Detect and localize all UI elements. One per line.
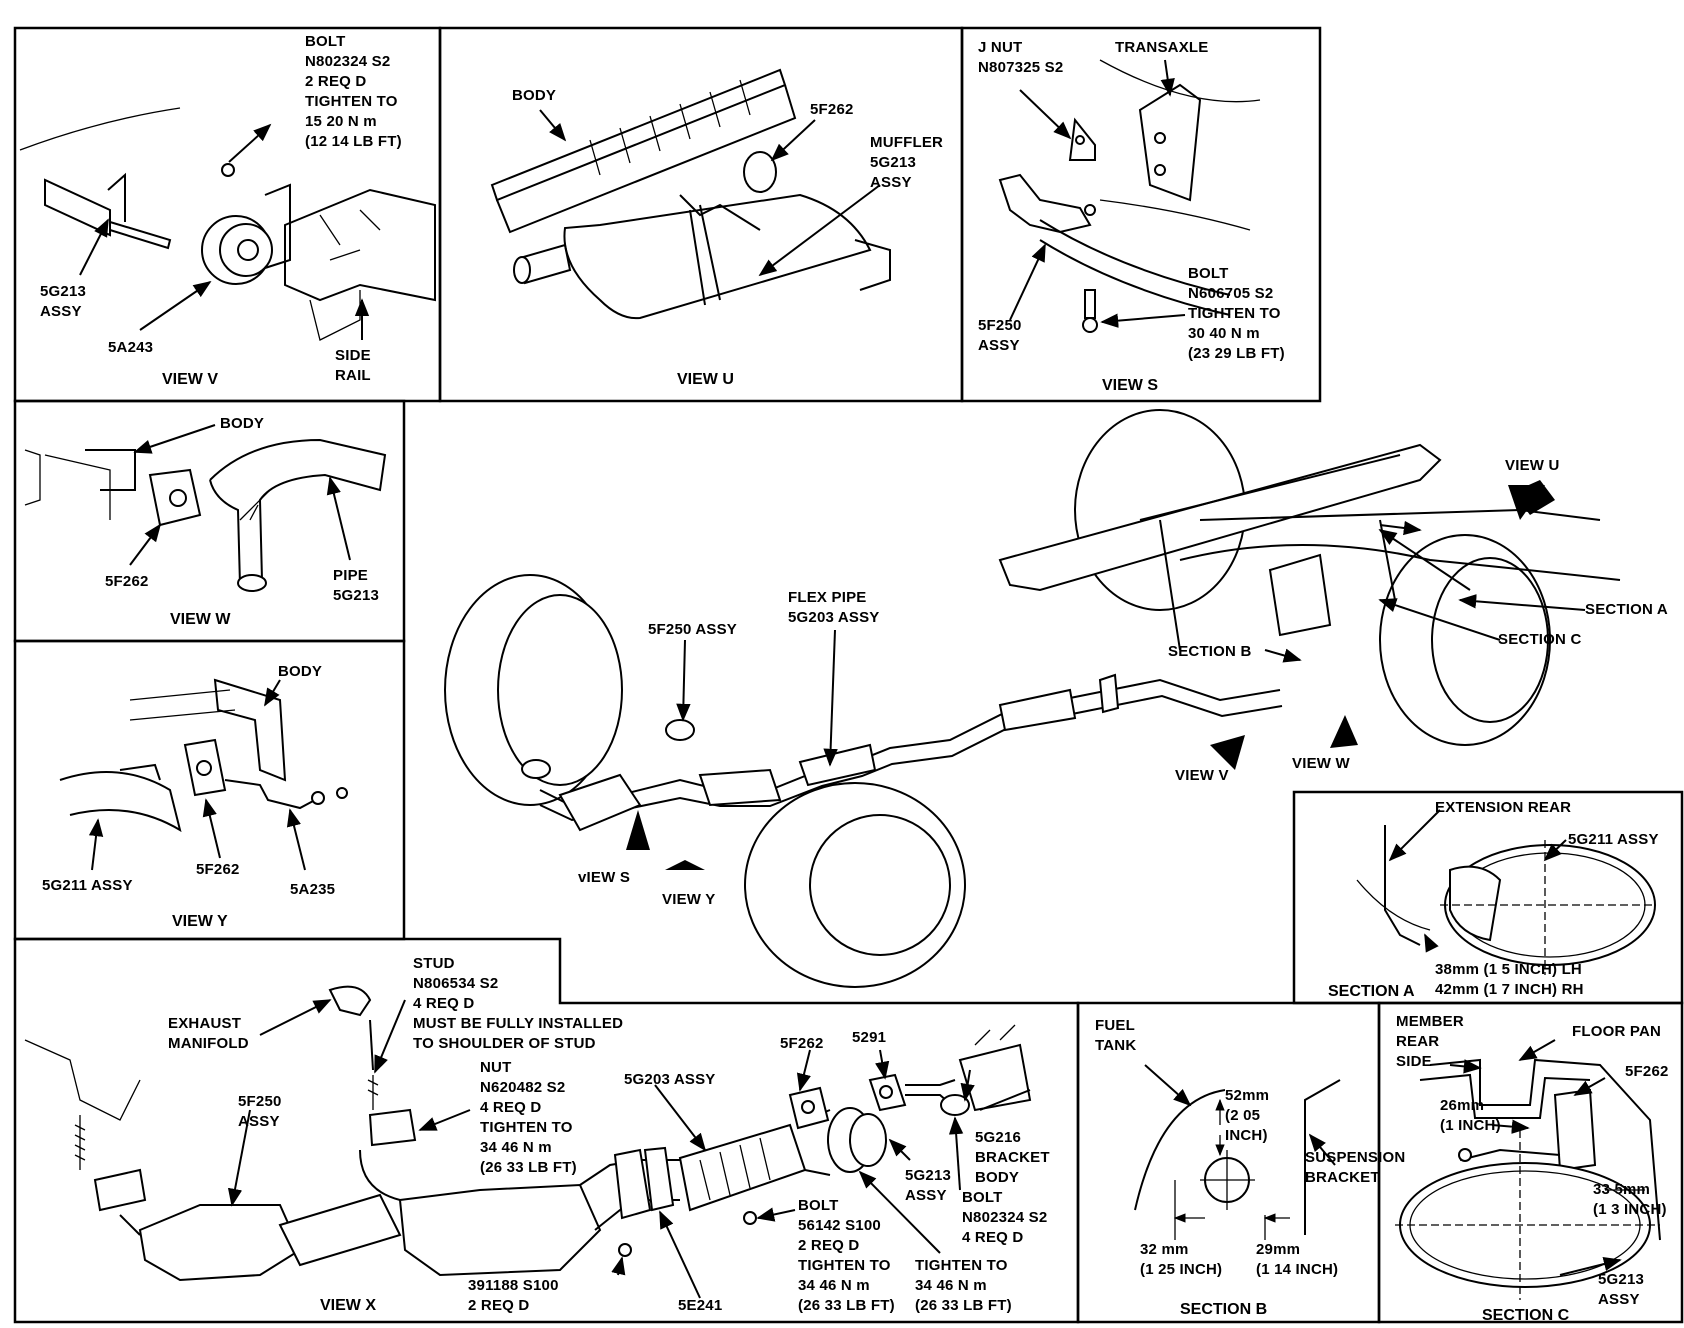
view-s-drawing <box>998 59 1261 333</box>
view-x-5g213-label: 5G213 ASSY <box>905 1167 952 1204</box>
view-s-assy-label: 5F250 ASSY <box>978 317 1022 354</box>
section-c-caption: SECTION C <box>1482 1307 1570 1324</box>
view-v-drawing <box>19 107 436 341</box>
main-section-c-label: SECTION C <box>1498 631 1582 648</box>
view-x-5f262-label: 5F262 <box>780 1035 824 1052</box>
section-a-drawing <box>1356 809 1656 975</box>
view-v-rail-label: SIDE RAIL <box>335 347 371 384</box>
main-section-a-label: SECTION A <box>1585 601 1668 618</box>
section-b-caption: SECTION B <box>1180 1301 1268 1318</box>
view-x-bolt1-label: BOLT 56142 S100 2 REQ D TIGHTEN TO 34 46… <box>798 1197 895 1314</box>
view-v-assy-label: 5G213 ASSY <box>40 283 87 320</box>
section-b-dim29-label: 29mm (1 14 INCH) <box>1256 1241 1339 1278</box>
view-x-391188-label: 391188 S100 2 REQ D <box>468 1277 559 1314</box>
view-x-manifold-label: EXHAUST MANIFOLD <box>168 1015 249 1052</box>
main-view-w-label: VIEW W <box>1292 755 1350 772</box>
view-x-5e241-label: 5E241 <box>678 1297 723 1314</box>
section-c-member-label: MEMBER REAR SIDE <box>1396 1013 1464 1070</box>
main-view-s-label: vIEW S <box>578 869 631 886</box>
view-s-transaxle-label: TRANSAXLE <box>1115 39 1209 56</box>
section-a-ext-label: EXTENSION REAR <box>1435 799 1572 816</box>
view-u-caption: VIEW U <box>677 371 734 388</box>
view-x-5f250-label: 5F250 ASSY <box>238 1093 282 1130</box>
section-b-fuel-label: FUEL TANK <box>1095 1017 1137 1054</box>
view-x-5291-label: 5291 <box>852 1029 887 1046</box>
section-b-drawing <box>1134 1064 1341 1240</box>
view-x-stud-label: STUD N806534 S2 4 REQ D MUST BE FULLY IN… <box>413 955 624 1052</box>
view-y-drawing <box>59 678 348 871</box>
view-s-bolt-label: BOLT N606705 S2 TIGHTEN TO 30 40 N m (23… <box>1188 265 1285 362</box>
main-flex-pipe-label: FLEX PIPE 5G203 ASSY <box>788 589 880 626</box>
panel-borders <box>13 26 1684 1324</box>
view-w-pipe-label: PIPE 5G213 <box>333 567 380 604</box>
view-w-body-label: BODY <box>220 415 265 432</box>
view-u-drawing <box>490 68 891 320</box>
view-s-jnut-label: J NUT N807325 S2 <box>978 39 1064 76</box>
view-x-caption: VIEW X <box>320 1297 377 1314</box>
view-x-bolt2-label: BOLT N802324 S2 4 REQ D <box>962 1189 1048 1246</box>
view-x-5g203-label: 5G203 ASSY <box>624 1071 716 1088</box>
section-b-dim32-label: 32 mm (1 25 INCH) <box>1140 1241 1223 1278</box>
section-a-assy-label: 5G211 ASSY <box>1568 831 1659 848</box>
section-a-caption: SECTION A <box>1328 983 1415 1000</box>
view-y-body-label: BODY <box>278 663 323 680</box>
main-5f250-label: 5F250 ASSY <box>648 621 737 638</box>
section-b-dim52-label: 52mm (2 05 INCH) <box>1225 1087 1270 1144</box>
view-u-muffler-label: MUFFLER 5G213 ASSY <box>870 134 944 191</box>
section-c-dim33-label: 33 5mm (1 3 INCH) <box>1593 1181 1667 1218</box>
view-y-assy-label: 5G211 ASSY <box>42 877 133 894</box>
view-w-part-label: 5F262 <box>105 573 149 590</box>
section-c-drawing <box>1395 1039 1661 1300</box>
view-v-part-label: 5A243 <box>108 339 154 356</box>
view-u-part-label: 5F262 <box>810 101 854 118</box>
view-x-5g216-label: 5G216 BRACKET BODY <box>975 1129 1050 1186</box>
view-w-caption: VIEW W <box>170 611 231 628</box>
main-view-y-label: VIEW Y <box>662 891 716 908</box>
view-x-drawing <box>24 985 1032 1299</box>
view-w-drawing <box>24 424 387 592</box>
view-y-caption: VIEW Y <box>172 913 228 930</box>
view-s-caption: VIEW S <box>1102 377 1159 394</box>
section-c-dim26-label: 26mm (1 INCH) <box>1440 1097 1501 1134</box>
main-view-u-label: VIEW U <box>1505 457 1560 474</box>
view-u-body-label: BODY <box>512 87 557 104</box>
view-x-tighten-label: TIGHTEN TO 34 46 N m (26 33 LB FT) <box>915 1257 1012 1314</box>
main-section-b-label: SECTION B <box>1168 643 1252 660</box>
section-c-assy-label: 5G213 ASSY <box>1598 1271 1645 1308</box>
view-v-caption: VIEW V <box>162 371 219 388</box>
view-x-nut-label: NUT N620482 S2 4 REQ D TIGHTEN TO 34 46 … <box>480 1059 577 1176</box>
main-exhaust-drawing <box>444 409 1621 988</box>
view-v-bolt-label: BOLT N802324 S2 2 REQ D TIGHTEN TO 15 20… <box>305 33 402 150</box>
section-c-5f262-label: 5F262 <box>1625 1063 1669 1080</box>
main-view-v-label: VIEW V <box>1175 767 1229 784</box>
view-y-part1-label: 5F262 <box>196 861 240 878</box>
view-y-part2-label: 5A235 <box>290 881 336 898</box>
section-c-floor-label: FLOOR PAN <box>1572 1023 1662 1040</box>
section-b-susp-label: SUSPENSION BRACKET <box>1305 1149 1406 1186</box>
section-a-dims-label: 38mm (1 5 INCH) LH 42mm (1 7 INCH) RH <box>1435 961 1584 998</box>
